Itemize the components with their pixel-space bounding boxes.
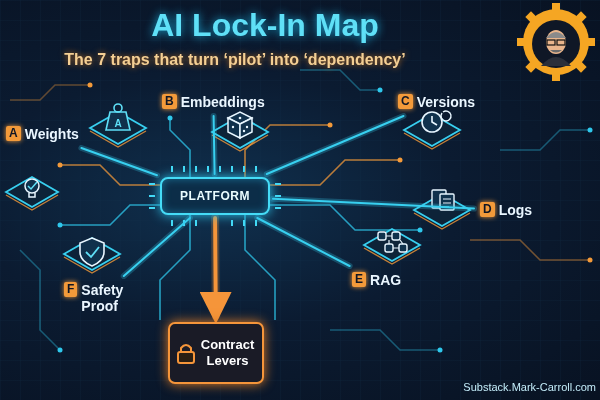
trap-label: C Versions xyxy=(396,92,477,112)
connector xyxy=(257,218,349,266)
connector-glow xyxy=(257,218,349,266)
connector-glow xyxy=(124,218,190,276)
icon-letter: A xyxy=(113,118,123,130)
connector-glow xyxy=(273,199,474,209)
connector xyxy=(215,218,217,316)
trap-name: Embeddings xyxy=(181,94,265,110)
connector xyxy=(267,116,404,174)
letter-badge: D xyxy=(480,202,495,217)
connector-line xyxy=(214,116,215,174)
connector xyxy=(124,218,190,276)
connector-line xyxy=(124,218,190,276)
connector-line xyxy=(257,218,349,266)
trap-label: F Safety Proof xyxy=(62,280,135,316)
trap-name: Weights xyxy=(25,126,79,142)
subtitle: The 7 traps that turn ‘pilot’ into ‘depe… xyxy=(0,50,470,70)
contract-box: Contract Levers xyxy=(168,322,264,384)
trap-label: A Weights xyxy=(4,124,81,144)
letter-badge: B xyxy=(162,94,177,109)
connector xyxy=(81,148,157,175)
trap-label: B Embeddings xyxy=(160,92,267,112)
connector-glow xyxy=(267,116,404,174)
logo xyxy=(517,3,595,81)
connector-glow xyxy=(81,148,157,175)
letter-badge: E xyxy=(352,272,366,287)
watermark: Substack.Mark-Carroll.com xyxy=(420,380,596,394)
trap-label: E RAG xyxy=(350,270,403,290)
letter-badge: A xyxy=(6,126,21,141)
contract-label: Contract Levers xyxy=(198,337,257,369)
connector xyxy=(214,116,215,174)
trap-name: Logs xyxy=(499,202,532,218)
connector-line xyxy=(273,199,474,209)
trap-label: D Logs xyxy=(478,200,534,220)
trap-name: RAG xyxy=(370,272,401,288)
platform-chip: PLATFORM xyxy=(160,177,270,215)
letter-badge: C xyxy=(398,94,413,109)
connector-line xyxy=(267,116,404,174)
letter-badge: F xyxy=(64,282,77,297)
connector-glow xyxy=(214,116,215,174)
trap-name: Safety Proof xyxy=(81,282,133,314)
connector-line xyxy=(213,218,218,316)
connector xyxy=(273,199,474,209)
connector-glow xyxy=(211,218,220,316)
trap-name: Versions xyxy=(417,94,475,110)
title: AI Lock-In Map xyxy=(0,6,530,44)
connector-line xyxy=(81,148,157,175)
lock-icon xyxy=(176,342,196,364)
platform-label: PLATFORM xyxy=(180,189,250,203)
